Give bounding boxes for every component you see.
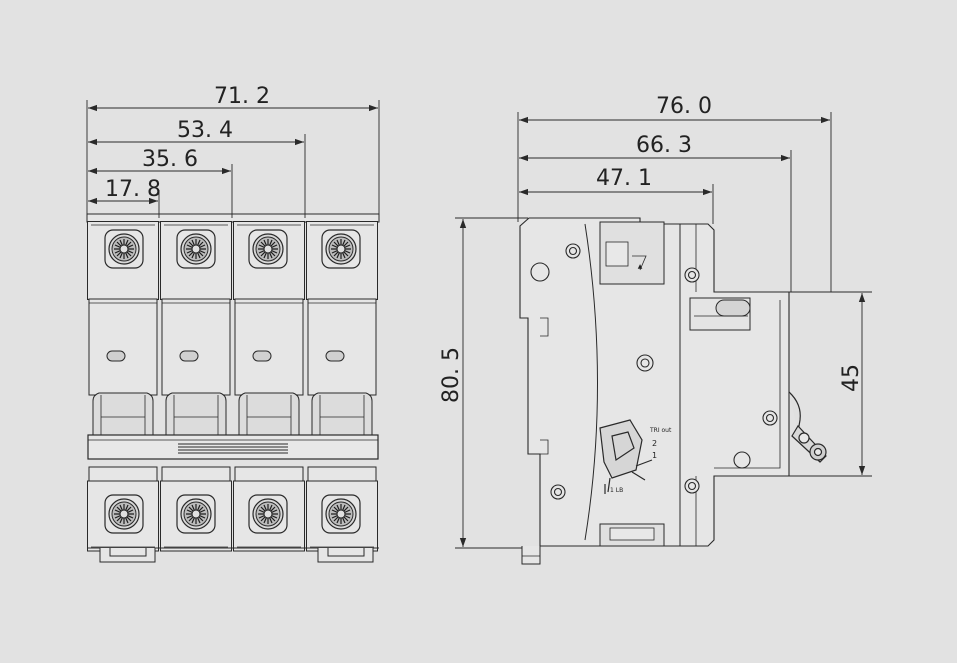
screw-top-1 — [104, 229, 144, 269]
screw-top-4 — [321, 229, 361, 269]
svg-text:▲: ▲ — [638, 263, 643, 270]
screw-bottom-1 — [104, 494, 144, 534]
mechanism-sketch: TRI out 2 1 1 LB — [599, 419, 672, 494]
dim-label-depth-total: 76. 0 — [656, 94, 712, 119]
dim-label-three-pole: 53. 4 — [177, 118, 233, 143]
front-view — [86, 213, 380, 563]
svg-text:TRI out: TRI out — [649, 427, 672, 434]
dim-label-one-pole: 17. 8 — [105, 177, 161, 202]
din-clip-left — [99, 548, 156, 563]
dim-label-total: 71. 2 — [214, 84, 270, 109]
handle-grip-ribs — [178, 443, 288, 454]
front-dimensions: 71. 2 53. 4 35. 6 17. 8 — [86, 84, 380, 218]
side-din-clip — [521, 546, 541, 565]
screw-top-3 — [248, 229, 288, 269]
rear-handle — [788, 391, 827, 463]
screw-top-2 — [176, 229, 216, 269]
svg-text:2: 2 — [652, 439, 657, 448]
dim-label-depth-mid: 66. 3 — [636, 133, 692, 158]
dim-label-two-pole: 35. 6 — [142, 147, 198, 172]
dim-label-front-height: 45 — [839, 364, 864, 392]
svg-text:1 LB: 1 LB — [610, 487, 623, 494]
screw-bottom-3 — [248, 494, 288, 534]
din-clip-right — [317, 548, 374, 563]
dim-label-depth-front: 47. 1 — [596, 166, 652, 191]
side-view: ▲ TRI out 2 1 1 LB — [519, 217, 827, 565]
screw-bottom-2 — [176, 494, 216, 534]
side-rivets — [530, 243, 778, 500]
svg-text:1: 1 — [652, 451, 657, 460]
side-dimensions: 76. 0 66. 3 47. 1 80. 5 45 — [439, 94, 872, 549]
dim-label-height: 80. 5 — [439, 347, 464, 403]
screw-bottom-4 — [321, 494, 361, 534]
